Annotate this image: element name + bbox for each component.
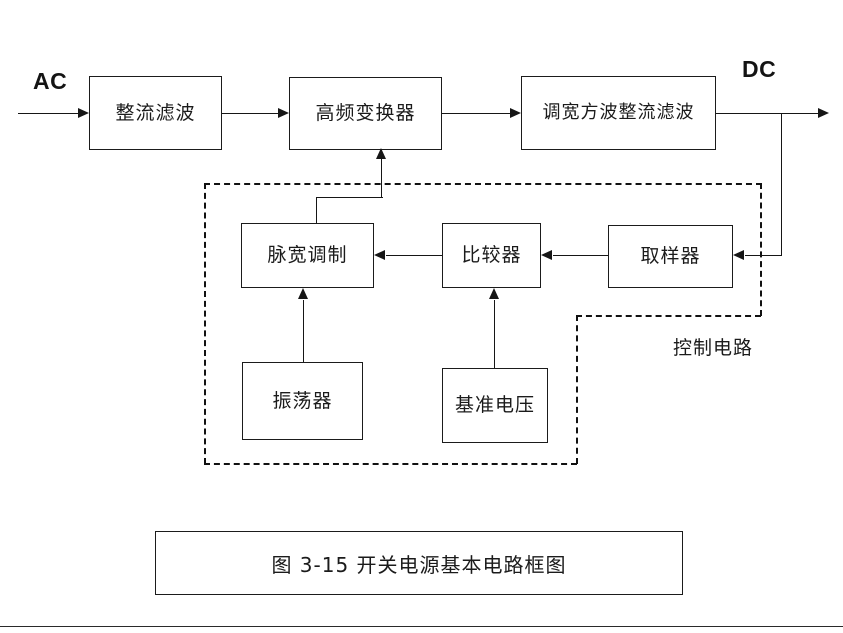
block-pulse-width-modulation[interactable]: 脉宽调制 — [241, 223, 374, 288]
arrow-into-comparator — [541, 250, 552, 260]
wire-pwm-to-converter-vertical — [381, 150, 382, 198]
wire-sampler-to-comparator — [553, 255, 608, 256]
block-sampler[interactable]: 取样器 — [608, 225, 733, 288]
arrow-into-hf-converter — [278, 108, 289, 118]
control-circuit-label: 控制电路 — [673, 337, 754, 359]
block-rectifier-filter[interactable]: 整流滤波 — [89, 76, 222, 150]
control-boundary-right-lower — [576, 315, 578, 464]
arrow-into-pwm-rect-filter — [510, 108, 521, 118]
figure-caption-box: 图 3-15 开关电源基本电路框图 — [155, 531, 683, 595]
wire-reference-to-comparator — [494, 300, 495, 368]
control-boundary-right-upper — [760, 183, 762, 316]
wire-converter-to-pwm-rect — [442, 113, 511, 114]
wire-pwm-to-converter-horizontal — [316, 197, 383, 198]
arrow-into-pwm — [374, 250, 385, 260]
dc-output-label: DC — [742, 56, 777, 82]
block-reference-voltage[interactable]: 基准电压 — [442, 368, 548, 443]
block-hf-converter[interactable]: 高频变换器 — [289, 77, 442, 150]
arrow-into-sampler — [733, 250, 744, 260]
wire-feedback-to-sampler — [745, 255, 782, 256]
block-pwm-rect-filter[interactable]: 调宽方波整流滤波 — [521, 76, 716, 150]
block-comparator[interactable]: 比较器 — [442, 223, 541, 288]
wire-rectifier-to-converter — [222, 113, 279, 114]
arrow-ac-into-rectifier — [78, 108, 89, 118]
control-boundary-top — [204, 183, 762, 185]
arrow-dc-output — [818, 108, 829, 118]
arrow-into-hf-converter-bottom — [376, 148, 386, 159]
control-boundary-step-horizontal — [576, 315, 761, 317]
wire-comparator-to-pwm — [386, 255, 442, 256]
wire-dc-output — [716, 113, 820, 114]
block-oscillator[interactable]: 振荡器 — [242, 362, 363, 440]
arrow-into-pwm-bottom — [298, 288, 308, 299]
arrow-into-comparator-bottom — [489, 288, 499, 299]
wire-pwm-riser — [316, 197, 317, 224]
page-bottom-rule — [0, 626, 843, 627]
wire-ac-input — [18, 113, 78, 114]
wire-feedback-down — [781, 113, 782, 256]
control-boundary-bottom — [204, 463, 577, 465]
wire-oscillator-to-pwm — [303, 300, 304, 362]
figure-caption-text: 图 3-15 开关电源基本电路框图 — [271, 552, 567, 577]
control-boundary-left — [204, 183, 206, 464]
ac-input-label: AC — [33, 68, 68, 94]
